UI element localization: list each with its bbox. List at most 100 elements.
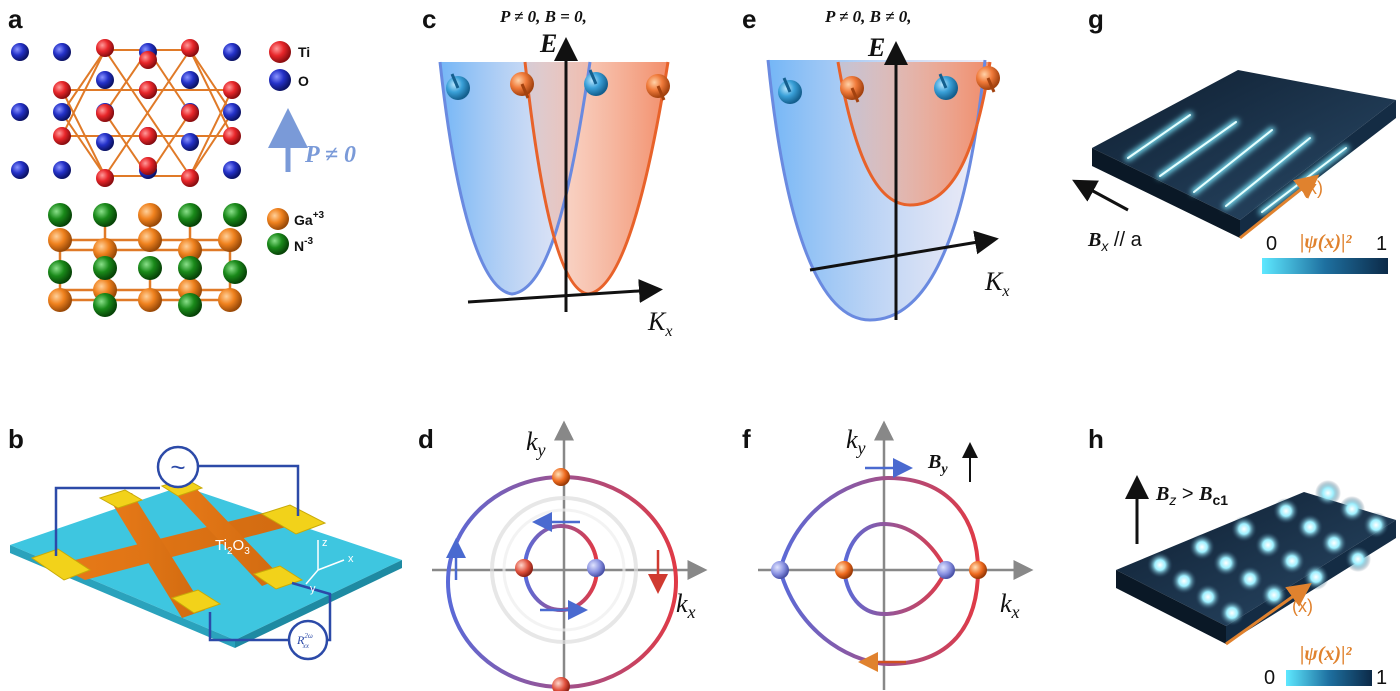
gan-substrate — [10, 486, 402, 640]
spins-c — [446, 69, 670, 101]
wavefunction-label-g: |ψ(x)|² — [1300, 231, 1352, 253]
nitrogen-atom — [48, 203, 72, 227]
band-curve-up — [438, 61, 592, 296]
gan-lattice — [48, 203, 247, 317]
inner-fermi-contour — [523, 524, 599, 612]
ti2o3-lattice — [11, 39, 241, 187]
gallium-atom — [48, 228, 72, 252]
nitrogen-atom — [93, 203, 117, 227]
vortex-core — [1339, 496, 1365, 522]
nitrogen-atom — [93, 293, 117, 317]
superconductor-slab-g — [1092, 70, 1396, 220]
oxygen-atom — [53, 103, 71, 121]
gallium-atom — [178, 238, 202, 262]
titanium-atom — [53, 81, 71, 99]
e-axis-label-c: E — [539, 29, 557, 58]
axis-y-label: y — [310, 583, 316, 595]
nitrogen-atom — [223, 260, 247, 284]
scale-max-g: 1 — [1376, 233, 1387, 255]
e-axis-label-e: E — [867, 33, 885, 62]
vortex-core — [1237, 566, 1263, 592]
k-axis-e — [809, 230, 999, 272]
vortex-core — [1189, 534, 1215, 560]
oxygen-atom — [223, 103, 241, 121]
panel-label-c: c — [422, 4, 436, 34]
vortex-core — [1345, 546, 1371, 572]
panel-label-a: a — [8, 4, 23, 34]
legend-n-swatch — [267, 233, 289, 255]
band-spin-down — [525, 62, 668, 294]
colorscale-bar-g — [1262, 258, 1388, 274]
oxygen-atom — [11, 43, 29, 61]
oxygen-atom — [96, 133, 114, 151]
titanium-atom — [181, 169, 199, 187]
panel-f: f By ky kx — [742, 420, 1034, 690]
nitrogen-atom — [93, 256, 117, 280]
ac-source-symbol: ~ — [170, 452, 185, 482]
substrate-label: GaN — [40, 615, 73, 632]
kx-label-f: kx — [1000, 589, 1020, 622]
oxygen-atom — [181, 71, 199, 89]
vortex-core — [1255, 532, 1281, 558]
oxygen-atom — [53, 161, 71, 179]
titanium-atom — [223, 81, 241, 99]
polarization-label: P ≠ 0 — [304, 142, 356, 168]
vortex-core — [1303, 564, 1329, 590]
spins-e — [778, 66, 1000, 104]
b-field-label-g: Bx // a — [1087, 229, 1143, 254]
legend-o-swatch — [269, 69, 291, 91]
polarization-indicator: P ≠ 0 — [268, 108, 356, 172]
vortex-core — [1363, 512, 1389, 538]
x-direction-arrow-h-icon — [1225, 583, 1312, 646]
vortex-core — [1231, 516, 1257, 542]
axis-z-label: z — [322, 537, 328, 549]
scale-min-h: 0 — [1264, 667, 1275, 689]
legend-a: Ti O Ga+3 N-3 — [267, 41, 325, 255]
legend-ti-label: Ti — [298, 44, 310, 60]
panel-label-d: d — [418, 424, 434, 454]
x-direction-arrow-icon — [1239, 174, 1320, 240]
vortex-core — [1279, 548, 1305, 574]
oxygen-atom — [223, 161, 241, 179]
gallium-atom — [218, 228, 242, 252]
vortex-core — [1321, 530, 1347, 556]
oxygen-atom — [53, 43, 71, 61]
ky-label-d: ky — [526, 427, 546, 460]
titanium-atom — [223, 127, 241, 145]
scale-min-g: 0 — [1266, 233, 1277, 255]
k-axis-label-e: Kx — [984, 267, 1009, 300]
panel-label-h: h — [1088, 424, 1104, 454]
vortex-core — [1297, 514, 1323, 540]
vortex-core — [1195, 584, 1221, 610]
axis-x-label: x — [348, 553, 354, 565]
oxygen-atom — [96, 71, 114, 89]
titanium-atom — [53, 127, 71, 145]
panel-h: h (x) Bz > Bc1 |ψ(x)|² 0 1 — [1088, 424, 1396, 689]
condition-e: P ≠ 0, B ≠ 0, — [824, 7, 912, 26]
legend-n-label: N-3 — [294, 236, 313, 254]
gallium-atom — [48, 288, 72, 312]
nitrogen-atom — [138, 256, 162, 280]
vortex-core — [1315, 480, 1341, 506]
panel-c: c P ≠ 0, B = 0, E Kx — [422, 4, 672, 340]
titanium-atoms — [53, 39, 241, 187]
nitrogen-atoms — [48, 203, 247, 317]
legend-ga-label: Ga+3 — [294, 210, 325, 228]
vortex-core — [1261, 582, 1287, 608]
vortex-core — [1171, 568, 1197, 594]
vortex-lattice — [1147, 480, 1389, 626]
titanium-atom — [139, 51, 157, 69]
panel-label-g: g — [1088, 4, 1104, 34]
ac-source-icon — [156, 445, 200, 489]
b-field-label-h: Bz > Bc1 — [1155, 483, 1228, 508]
panel-label-b: b — [8, 424, 24, 454]
panel-e: e P ≠ 0, B ≠ 0, E Kx — [742, 4, 1009, 322]
titanium-atom — [139, 127, 157, 145]
oxygen-atom — [223, 43, 241, 61]
gallium-atom — [218, 288, 242, 312]
nitrogen-atom — [178, 256, 202, 280]
nitrogen-atom — [223, 203, 247, 227]
legend-ga-swatch — [267, 208, 289, 230]
condition-c: P ≠ 0, B = 0, — [499, 7, 587, 26]
